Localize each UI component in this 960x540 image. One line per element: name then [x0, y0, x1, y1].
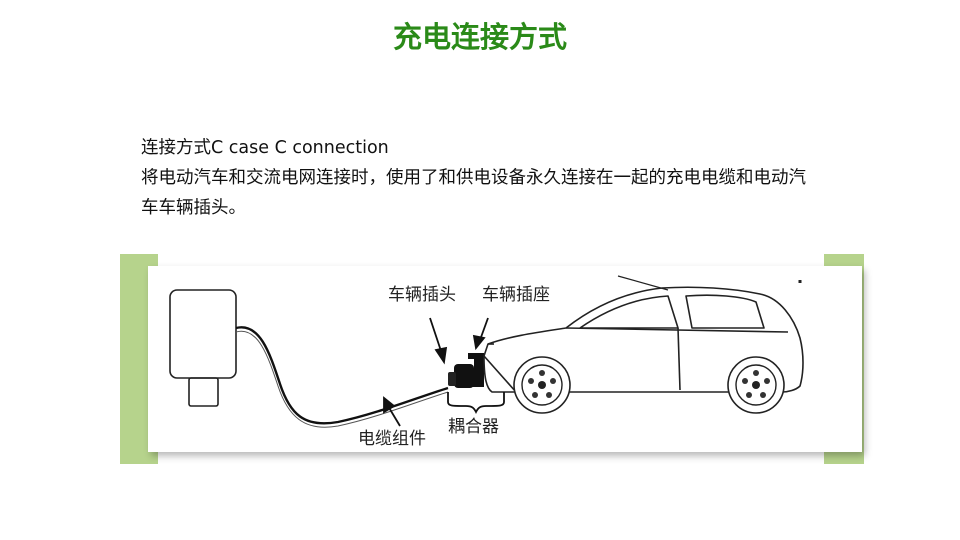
rear-wheel [727, 356, 785, 414]
label-vehicle-plug: 车辆插头 [388, 285, 456, 305]
charging-station [169, 289, 237, 407]
car-outline [483, 275, 804, 393]
description-text: 连接方式C case C connection 将电动汽车和交流电网连接时，使用… [141, 133, 861, 223]
label-coupler: 耦合器 [448, 417, 499, 437]
cable-arrow [383, 396, 401, 427]
front-wheel [513, 356, 571, 414]
coupler-brace [447, 392, 505, 415]
charging-cable [235, 326, 449, 425]
label-vehicle-inlet: 车辆插座 [482, 285, 550, 305]
page-title: 充电连接方式 [392, 20, 567, 54]
charging-cable-inner [235, 330, 449, 428]
description-line-1: 连接方式C case C connection [141, 138, 389, 158]
description-line-2: 将电动汽车和交流电网连接时，使用了和供电设备永久连接在一起的充电电缆和电动汽 [141, 168, 806, 188]
vehicle-inlet [468, 353, 484, 387]
inlet-arrow [472, 317, 489, 351]
description-line-3: 车车辆插头。 [141, 198, 246, 218]
diagram-drawing [169, 275, 804, 428]
label-cable-assembly: 电缆组件 [358, 429, 426, 449]
connection-diagram: 车辆插头 车辆插座 耦合器 电缆组件 [148, 266, 862, 452]
plug-arrow [429, 317, 448, 365]
